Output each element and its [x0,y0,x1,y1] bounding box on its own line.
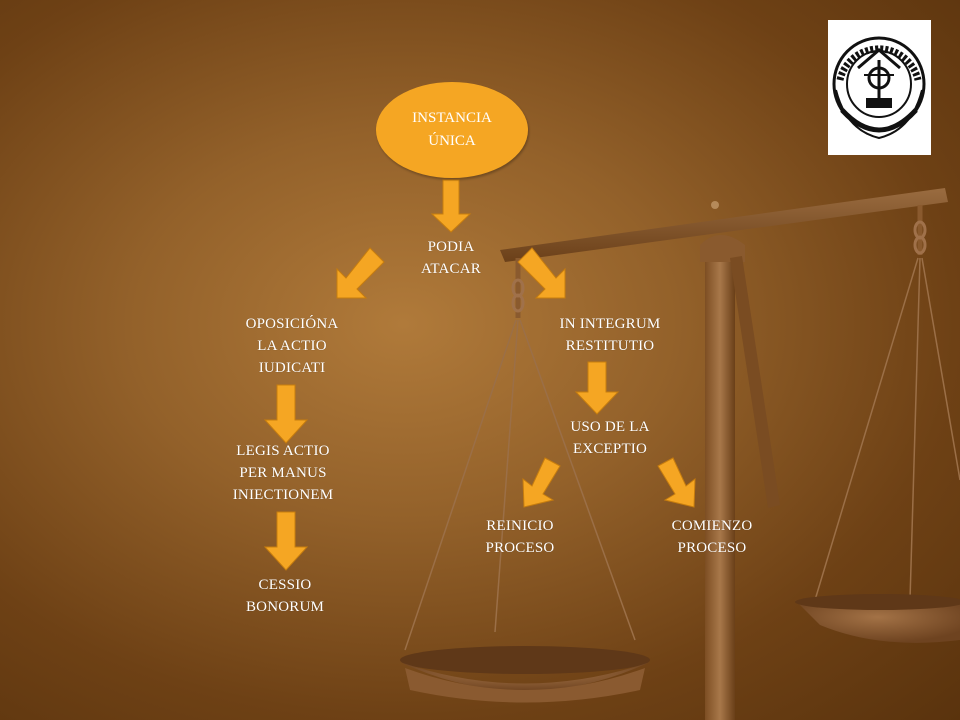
node-line: PODIA [427,239,475,255]
arrow-to-oposicion [336,247,385,299]
left-pan [400,662,650,691]
node-line: INIECTIONEM [232,487,334,503]
node-podia-atacar: PODIA ATACAR [396,236,506,280]
arrow-to-comienzo [657,457,696,508]
node-reinicio-proceso: REINICIO PROCESO [465,515,575,559]
node-line: LEGIS ACTIO [236,443,330,459]
arrow-root-down [430,179,472,233]
node-line: OPOSICIÓNA [245,316,339,332]
node-line: PER MANUS [239,465,327,481]
node-line: ÚNICA [428,133,476,149]
node-in-integrum-restitutio: IN INTEGRUM RESTITUTIO [540,313,680,357]
node-oposicion-actio-iudicati: OPOSICIÓNA LA ACTIO IUDICATI [222,313,362,379]
right-pan [795,600,960,643]
node-line: COMIENZO [671,518,753,534]
beam-rivet [711,201,719,209]
node-line: EXCEPTIO [572,441,648,457]
node-line: IUDICATI [258,360,326,376]
node-line: INSTANCIA [412,110,492,126]
node-instancia-unica: INSTANCIA ÚNICA [376,82,528,178]
node-line: ATACAR [420,261,481,277]
left-pan-rim [400,646,650,674]
arrow-to-exceptio [574,361,620,415]
node-line: CESSIO [258,577,312,593]
node-line: IN INTEGRUM [559,316,661,332]
university-seal-icon [832,36,926,140]
scale-cap [700,235,745,262]
node-legis-actio: LEGIS ACTIO PER MANUS INIECTIONEM [213,440,353,506]
node-uso-de-la-exceptio: USO DE LA EXCEPTIO [545,416,675,460]
arrow-to-cessio [263,511,309,571]
node-line: LA ACTIO [257,338,327,354]
arrow-to-legis [263,384,309,444]
scale-strut [730,256,780,508]
arrow-to-integrum [517,247,566,299]
node-line: PROCESO [485,540,555,556]
node-line: BONORUM [245,599,325,615]
node-cessio-bonorum: CESSIO BONORUM [230,574,340,618]
scale-beam [500,188,948,262]
scale-post [705,255,735,720]
university-logo [828,20,931,155]
node-comienzo-proceso: COMIENZO PROCESO [657,515,767,559]
node-line: USO DE LA [570,419,650,435]
node-line: RESTITUTIO [565,338,655,354]
node-line: REINICIO [486,518,554,534]
node-line: PROCESO [677,540,747,556]
arrow-to-reinicio [522,457,561,508]
